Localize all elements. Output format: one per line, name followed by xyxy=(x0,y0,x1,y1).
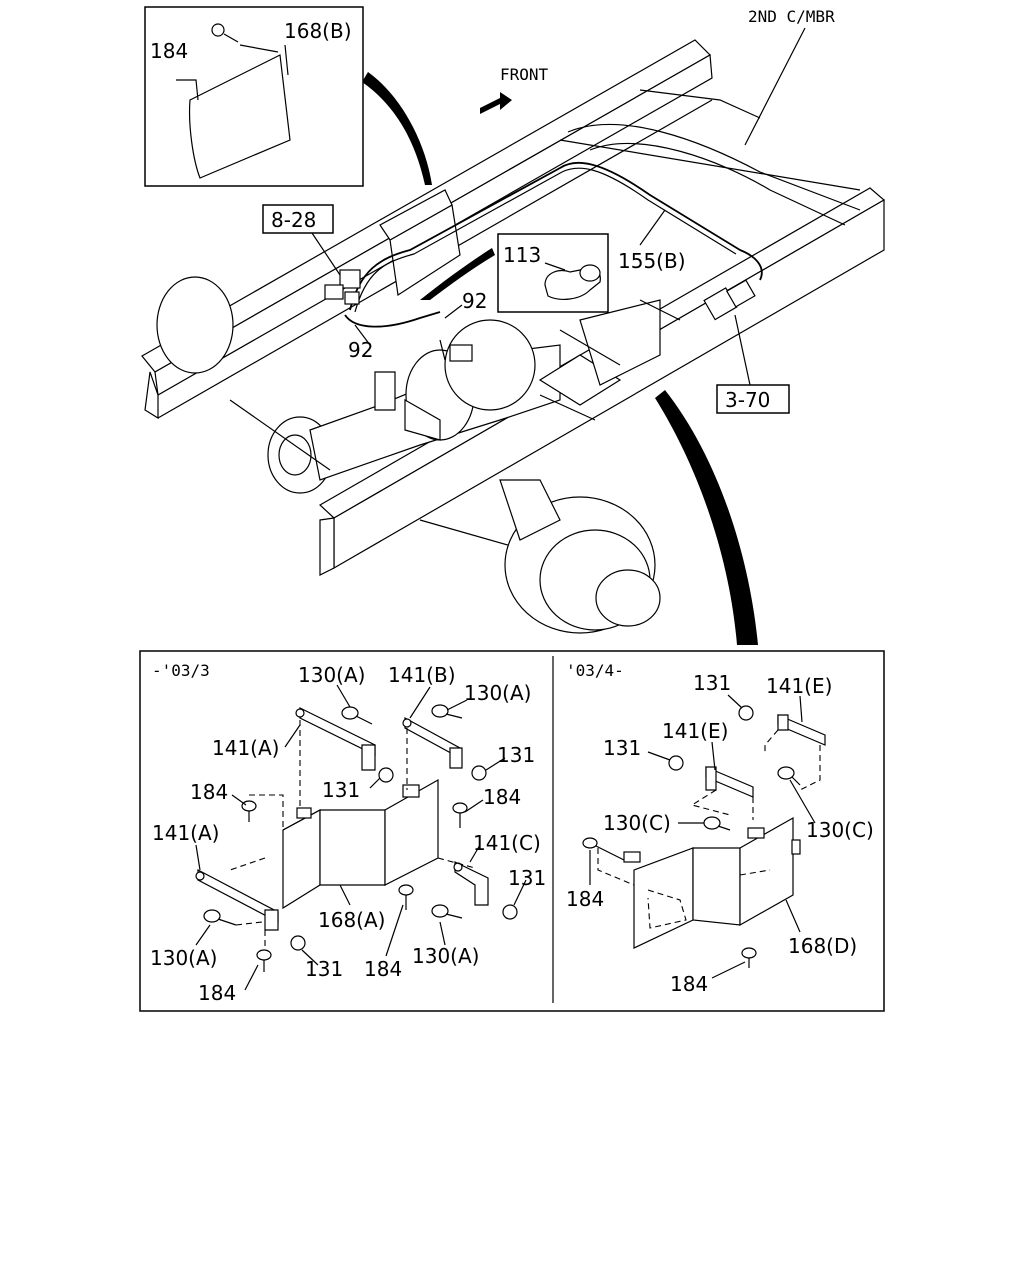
label-141a: 141(A) xyxy=(212,736,279,760)
label-141e: 141(E) xyxy=(662,719,728,743)
bolt-130c-icon xyxy=(777,766,801,786)
screw-184-icon xyxy=(452,802,468,828)
front-arrow-icon xyxy=(480,92,512,114)
callout-arrow-bottom xyxy=(655,390,758,645)
callout-arrow-middle xyxy=(420,248,495,300)
label-131: 131 xyxy=(693,671,731,695)
label-184: 184 xyxy=(190,780,228,804)
label-141e: 141(E) xyxy=(766,674,832,698)
label-130a: 130(A) xyxy=(298,663,365,687)
callout-arrow-top xyxy=(362,72,432,185)
label-130a: 130(A) xyxy=(150,946,217,970)
leader-92-lower xyxy=(354,324,371,346)
connector-8-28 xyxy=(324,269,361,305)
sensor-92 xyxy=(439,339,473,362)
label-131: 131 xyxy=(322,778,360,802)
label-130a: 130(A) xyxy=(464,681,531,705)
screw-184-icon xyxy=(741,947,757,968)
label-168b: 168(B) xyxy=(284,19,352,43)
label-130a: 130(A) xyxy=(412,944,479,968)
detail-panel-frame xyxy=(139,650,885,1012)
label-168d: 168(D) xyxy=(788,934,857,958)
leader-3-70 xyxy=(734,314,751,386)
label-130c: 130(C) xyxy=(806,818,874,842)
label-front: FRONT xyxy=(500,65,549,84)
rail-brackets xyxy=(538,299,681,421)
label-92-upper: 92 xyxy=(462,289,487,313)
harness-155b xyxy=(344,161,763,328)
label-184: 184 xyxy=(364,957,402,981)
bracket-141c xyxy=(454,861,489,906)
leader-92-upper xyxy=(444,304,463,319)
bolt-130a-icon xyxy=(431,904,463,919)
label-130c: 130(C) xyxy=(603,811,671,835)
label-131: 131 xyxy=(508,866,546,890)
label-ref-3-70: 3-70 xyxy=(725,388,770,412)
label-131: 131 xyxy=(497,743,535,767)
bolt-130c-icon xyxy=(703,816,731,831)
label-141a: 141(A) xyxy=(152,821,219,845)
leader-155b xyxy=(639,209,666,246)
bolt-130a-icon xyxy=(431,704,463,719)
screw-184-icon xyxy=(241,800,257,822)
label-ref-8-28: 8-28 xyxy=(271,208,316,232)
bolt-130a-icon xyxy=(341,706,373,725)
label-184: 184 xyxy=(670,972,708,996)
second-cross-member xyxy=(559,89,861,226)
main-assembly: 2ND C/MBR FRONT 8-28 3-70 155(B) 92 92 1… xyxy=(141,6,886,645)
ref-box-3-70 xyxy=(716,384,790,414)
label-131: 131 xyxy=(603,736,641,760)
label-period-right: '03/4- xyxy=(566,661,624,680)
label-period-left: -'03/3 xyxy=(152,661,210,680)
nut-131-icon xyxy=(378,767,394,783)
frame-mounted-box xyxy=(379,189,461,297)
clip-113-inset: 113 xyxy=(497,233,609,313)
label-2nd-cross-member: 2ND C/MBR xyxy=(748,7,835,26)
label-155b: 155(B) xyxy=(618,249,686,273)
nut-131-icon xyxy=(290,935,306,951)
label-141b: 141(B) xyxy=(388,663,456,687)
label-184: 184 xyxy=(566,887,604,911)
label-92-lower: 92 xyxy=(348,338,373,362)
splash-guard-168d xyxy=(633,847,694,949)
rear-axle xyxy=(156,276,561,561)
detail-left-pre-03-3: -'03/3 130(A) 141(B) 130(A) 141(A) 131 1… xyxy=(150,661,546,1005)
connector-3-70 xyxy=(703,279,756,321)
detail-right-post-03-4: '03/4- 131 141(E) 141(E) 131 130(C) 130(… xyxy=(566,661,874,996)
nut-131-icon xyxy=(668,755,684,771)
screw-184-icon xyxy=(256,949,272,972)
screw-184-icon xyxy=(398,884,414,910)
label-184: 184 xyxy=(483,785,521,809)
leader-8-28 xyxy=(309,229,341,276)
label-131: 131 xyxy=(305,957,343,981)
splash-guard-168a xyxy=(282,808,321,910)
label-168a: 168(A) xyxy=(318,908,385,932)
label-141c: 141(C) xyxy=(473,831,541,855)
wheel-hub xyxy=(499,479,661,634)
label-184-top: 184 xyxy=(150,39,188,63)
nut-131-icon xyxy=(471,765,487,781)
label-184: 184 xyxy=(198,981,236,1005)
screw-184-icon xyxy=(582,837,625,861)
bolt-130a-icon xyxy=(203,909,237,926)
nut-131-icon xyxy=(738,705,754,721)
ref-box-8-28 xyxy=(262,204,334,234)
nut-131-icon xyxy=(502,904,518,920)
top-inset-168b: 184 168(B) xyxy=(144,6,364,187)
leader-2nd-mbr xyxy=(744,27,806,146)
label-113: 113 xyxy=(503,243,541,267)
